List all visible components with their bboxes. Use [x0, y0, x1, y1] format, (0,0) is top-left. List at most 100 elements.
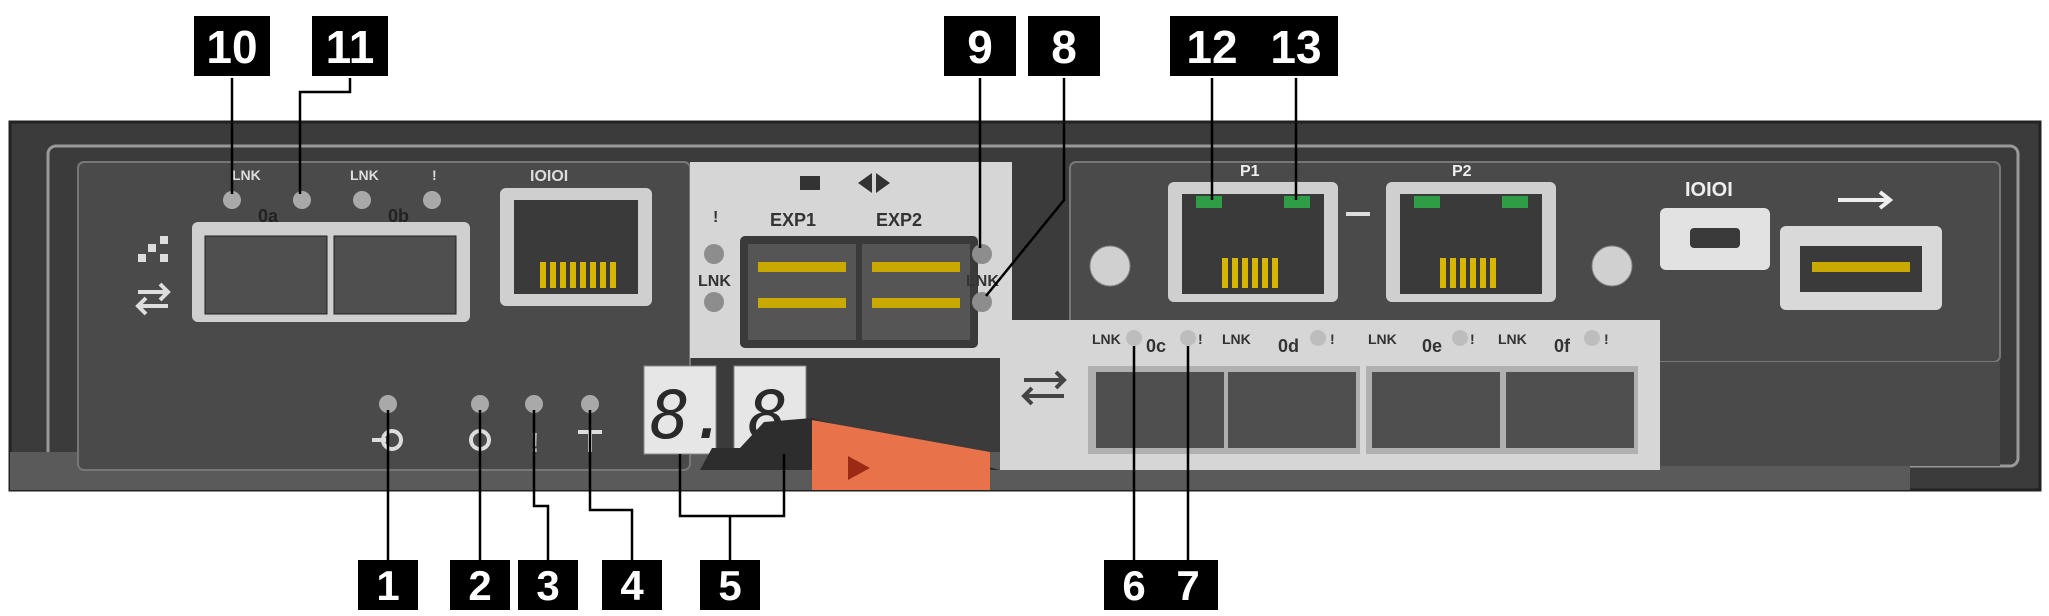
- exp2-label: EXP2: [876, 210, 922, 230]
- power-icon: [372, 429, 403, 451]
- p1-led-left: [1196, 196, 1222, 208]
- svg-text:10: 10: [206, 21, 257, 73]
- svg-text:2: 2: [468, 562, 491, 609]
- exp-led-fault: [704, 244, 724, 264]
- callout-5: 5: [700, 560, 760, 610]
- led-fault-0c: [1180, 330, 1196, 346]
- exp-led-lnk-left: [704, 292, 724, 312]
- exp-fault-label: !: [713, 209, 718, 226]
- rj45-pins: [1222, 258, 1496, 288]
- port-0d-label: 0d: [1278, 336, 1299, 356]
- lnk-0d-label: LNK: [1222, 331, 1251, 347]
- callout-9: 9: [944, 16, 1016, 76]
- right-panel-lower: [1660, 362, 2000, 466]
- usb-icon: [1838, 190, 1894, 210]
- lnk-0f-label: LNK: [1498, 331, 1527, 347]
- exp-led-9: [972, 244, 992, 264]
- led-fault-0e: [1452, 330, 1468, 346]
- exp-lnk-right-label: LNK: [966, 273, 999, 290]
- leader-lines: [230, 78, 1298, 560]
- callout-7: 7: [1158, 560, 1218, 610]
- port-0c-label: 0c: [1146, 336, 1166, 356]
- callout-11: 11: [312, 16, 388, 76]
- led-3: [525, 395, 543, 413]
- fault-0f-label: !: [1604, 331, 1609, 347]
- exp1-port[interactable]: [748, 244, 856, 340]
- sfp-port-0a[interactable]: [204, 235, 328, 315]
- lnk-0a-label: LNK: [232, 167, 261, 183]
- micro-usb-console-port[interactable]: [1690, 228, 1740, 248]
- rj45-mgmt-pins: [540, 262, 616, 288]
- port-0e-label: 0e: [1422, 336, 1442, 356]
- callout-4: 4: [602, 560, 662, 610]
- exp-port-pins: [758, 262, 960, 308]
- console-glyph: IOIOI: [1685, 179, 1733, 201]
- usb-a-contacts: [1812, 262, 1910, 272]
- exp1-label: EXP1: [770, 210, 816, 230]
- led-lnk-0c: [1126, 330, 1142, 346]
- exp-led-8: [972, 292, 992, 312]
- svg-text:8: 8: [1051, 21, 1077, 73]
- p1-led-right: [1284, 196, 1310, 208]
- led-fault-0d: [1310, 330, 1326, 346]
- svg-text:7: 7: [1176, 562, 1199, 609]
- port-0b-label: 0b: [388, 206, 409, 226]
- svg-text:13: 13: [1270, 21, 1321, 73]
- p2-label: P2: [1452, 163, 1472, 180]
- callout-2: 2: [450, 560, 510, 610]
- p2-led-left: [1414, 196, 1440, 208]
- serial-port-glyph: IOIOI: [530, 168, 568, 185]
- led-2: [471, 395, 489, 413]
- callout-12: 12: [1170, 16, 1254, 76]
- network-icon: [138, 236, 168, 262]
- screw-left: [1089, 245, 1131, 287]
- transfer-icon-lower: [1021, 370, 1067, 406]
- seven-seg-left-text: 8.: [650, 377, 729, 454]
- fault-0d-label: !: [1330, 331, 1335, 347]
- svg-text:3: 3: [536, 562, 559, 609]
- callout-3: 3: [518, 560, 578, 610]
- led-lnk-0a: [223, 191, 241, 209]
- fault-0c-label: !: [1198, 331, 1203, 347]
- svg-text:4: 4: [620, 562, 644, 609]
- lnk-0b-label: LNK: [350, 167, 379, 183]
- fault-0e-label: !: [1470, 331, 1475, 347]
- svg-text:1: 1: [376, 562, 399, 609]
- led-fault-0b: [423, 191, 441, 209]
- port-0a-label: 0a: [258, 206, 279, 226]
- svg-text:12: 12: [1186, 21, 1237, 73]
- sfp-port-0f[interactable]: [1506, 372, 1634, 448]
- callout-1: 1: [358, 560, 418, 610]
- svg-text:5: 5: [718, 562, 741, 609]
- exp2-port[interactable]: [862, 244, 970, 340]
- svg-text:9: 9: [967, 21, 993, 73]
- p2-led-right: [1502, 196, 1528, 208]
- handle-arrow: [848, 456, 870, 480]
- svg-text:11: 11: [326, 21, 375, 73]
- svg-text:6: 6: [1122, 562, 1145, 609]
- sfp-port-0b[interactable]: [333, 235, 457, 315]
- lnk-0c-label: LNK: [1092, 331, 1121, 347]
- led-lnk-0b: [353, 191, 371, 209]
- sfp-port-0d[interactable]: [1228, 372, 1356, 448]
- led-1: [379, 395, 397, 413]
- sfp-port-0e[interactable]: [1372, 372, 1500, 448]
- exp-lnk-left-label: LNK: [698, 273, 731, 290]
- port-0f-label: 0f: [1554, 336, 1571, 356]
- callout-8: 8: [1028, 16, 1100, 76]
- led-4: [581, 395, 599, 413]
- led-fault-0f: [1584, 330, 1600, 346]
- sfp-port-0c[interactable]: [1096, 372, 1224, 448]
- p1-label: P1: [1240, 163, 1260, 180]
- callout-10: 10: [194, 16, 270, 76]
- seven-seg-left: [643, 365, 717, 455]
- screw-right: [1591, 245, 1633, 287]
- expansion-icon: [800, 173, 890, 193]
- led-0a-status: [293, 191, 311, 209]
- fault-0b-label: !: [432, 167, 437, 183]
- callout-13: 13: [1254, 16, 1338, 76]
- transfer-icon: [135, 282, 171, 316]
- callout-6: 6: [1104, 560, 1164, 610]
- lnk-0e-label: LNK: [1368, 331, 1397, 347]
